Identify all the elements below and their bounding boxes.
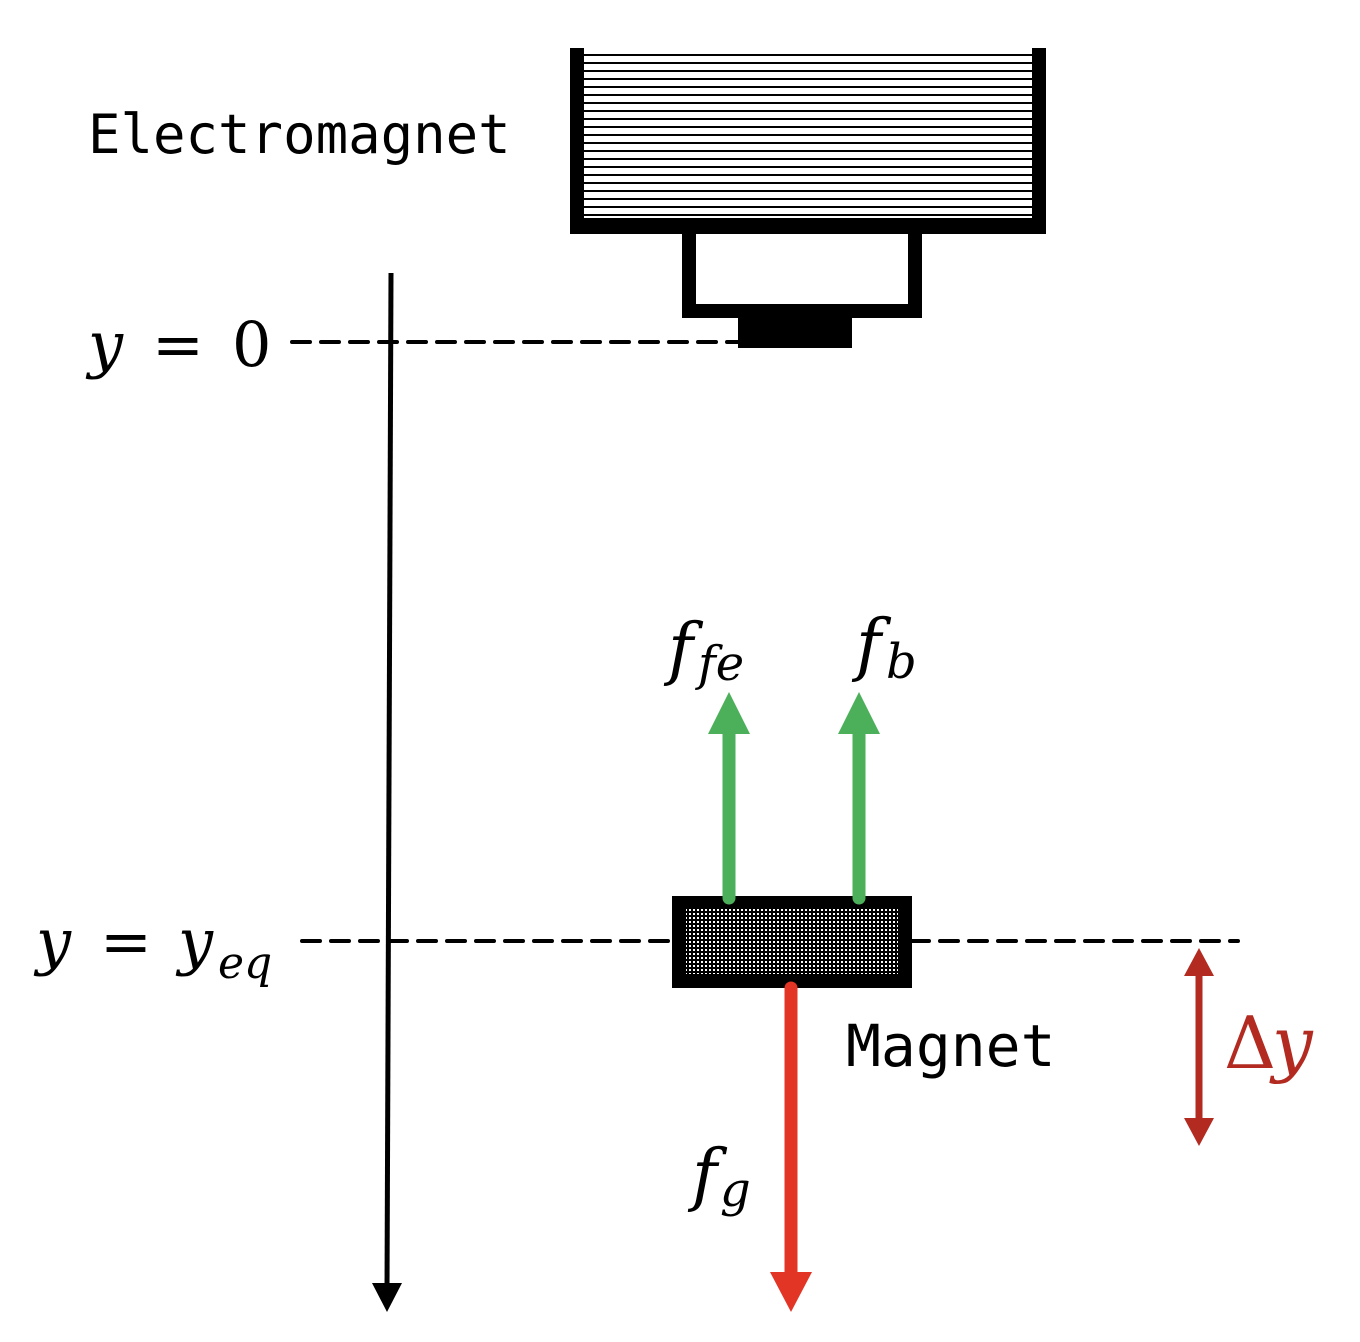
svg-text:=: = (152, 308, 204, 381)
delta-y-label: Δ y (1224, 1001, 1314, 1085)
svg-text:y: y (1269, 1001, 1314, 1085)
svg-text:eq: eq (218, 938, 272, 989)
magnet-label: Magnet (846, 1012, 1056, 1080)
svg-text:g: g (720, 1162, 751, 1218)
y-eq-label: y = y eq (33, 905, 272, 989)
y-zero-label: y = 0 (85, 308, 271, 381)
svg-text:y: y (85, 308, 124, 381)
svg-text:y: y (175, 905, 214, 978)
delta-y-arrow (1184, 948, 1214, 1146)
force-g-arrow (770, 981, 812, 1312)
force-g-label: f g (687, 1136, 751, 1218)
svg-text:y: y (33, 905, 72, 978)
force-fe-label: f fe (663, 610, 744, 692)
svg-text:0: 0 (232, 308, 271, 381)
electromagnet (570, 48, 1046, 348)
coil-windings (584, 48, 1032, 218)
force-fe-arrow (708, 692, 750, 905)
force-b-arrow (838, 692, 880, 905)
force-b-label: f b (851, 606, 917, 690)
permanent-magnet (672, 896, 912, 988)
pole-piece (738, 318, 852, 348)
svg-text:=: = (100, 905, 152, 978)
y-axis (372, 272, 402, 1312)
electromagnet-label: Electromagnet (88, 103, 511, 166)
svg-text:Δ: Δ (1224, 1001, 1276, 1085)
svg-text:fe: fe (695, 636, 744, 692)
svg-text:b: b (886, 634, 917, 690)
axis-arrowhead-icon (372, 1283, 402, 1312)
